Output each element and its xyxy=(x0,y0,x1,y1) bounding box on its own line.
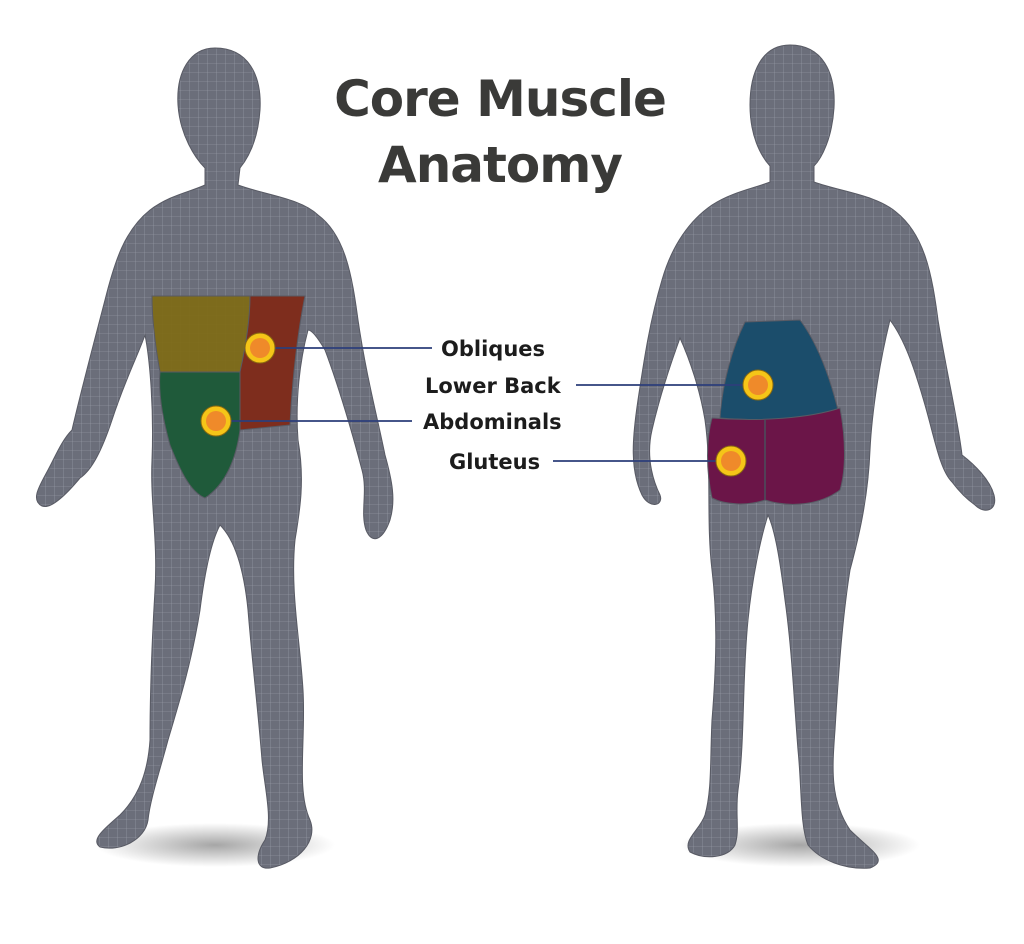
obliques-region xyxy=(239,295,306,431)
title-line-2: Anatomy xyxy=(378,136,623,194)
label-lower-back: Lower Back xyxy=(425,374,561,398)
front-figure xyxy=(36,47,394,869)
obliques-marker xyxy=(244,332,276,364)
label-gluteus: Gluteus xyxy=(449,450,541,474)
page-title: Core Muscle Anatomy xyxy=(300,66,700,198)
gluteus-region xyxy=(707,407,845,505)
label-abdominals: Abdominals xyxy=(423,410,562,434)
gluteus-marker xyxy=(715,445,747,477)
lower-back-marker xyxy=(742,369,774,401)
abdominals-region xyxy=(159,371,241,499)
abdominals-marker xyxy=(200,405,232,437)
title-line-1: Core Muscle xyxy=(334,70,667,128)
chest-region xyxy=(151,295,251,373)
label-obliques: Obliques xyxy=(441,337,546,361)
